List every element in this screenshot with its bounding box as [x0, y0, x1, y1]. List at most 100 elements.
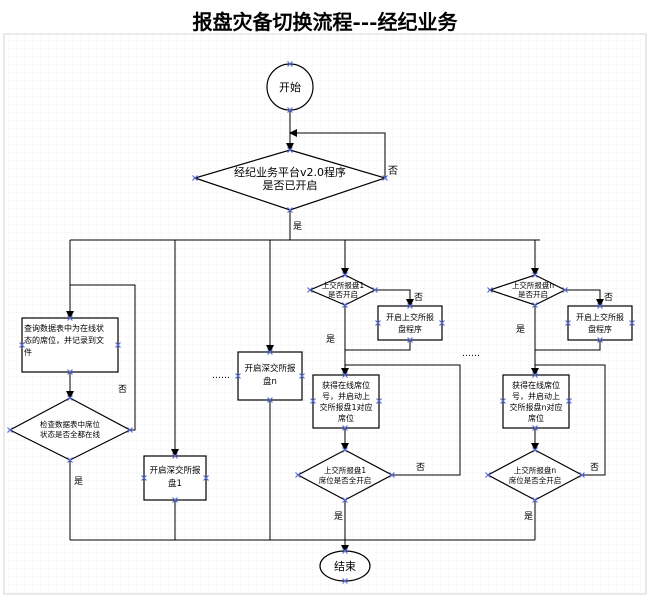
open-bz1-label: 开启深交所报盘1	[149, 465, 201, 489]
connection-marker	[172, 453, 178, 459]
check-db-label: 检查数据表中席位状态是否全都在线	[40, 419, 100, 439]
get-seats-1-box	[312, 374, 380, 429]
connection-markers	[7, 61, 635, 584]
connection-marker	[310, 398, 316, 404]
bz1-box	[143, 455, 207, 501]
connection-marker	[287, 107, 293, 113]
open-bzn-label: 开启深交所报盘n	[244, 363, 296, 387]
connection-marker	[287, 207, 293, 213]
connection-marker	[7, 427, 13, 433]
connection-marker	[192, 175, 198, 181]
connection-marker	[67, 457, 73, 463]
edge-check-no-loop	[70, 284, 136, 431]
connection-marker	[295, 472, 301, 478]
connection-marker	[287, 61, 293, 67]
connection-marker	[299, 373, 305, 379]
edge-sh1seats-no-loop	[345, 364, 461, 476]
connection-marker	[267, 397, 273, 403]
label-shnseats-no: 否	[590, 462, 599, 473]
start-label: 开始	[279, 80, 301, 94]
connection-marker	[629, 320, 635, 326]
query-db-label: 查询数据表中为在线状态的席位，并记录到文件	[24, 323, 104, 357]
connection-marker	[307, 287, 313, 293]
edge-opensh-a-back	[345, 340, 411, 351]
label-sh1seats-no: 否	[416, 462, 425, 473]
edge-sh1-no	[375, 289, 414, 307]
connection-marker	[235, 373, 241, 379]
connection-marker	[372, 287, 378, 293]
connection-marker	[342, 372, 348, 378]
connection-marker	[439, 320, 445, 326]
label-shn-no: 否	[604, 292, 613, 303]
open-sh-b-label: 开启上交所报盘程序	[576, 312, 624, 334]
connection-marker	[579, 472, 585, 478]
grid-background	[3, 33, 647, 595]
connection-marker	[565, 320, 571, 326]
connection-marker	[389, 472, 395, 478]
connection-marker	[532, 372, 538, 378]
label-shnseats-yes: 是	[524, 511, 533, 522]
connection-marker	[375, 320, 381, 326]
ellipsis-right: ……	[462, 349, 480, 359]
label-check-yes: 是	[74, 476, 83, 487]
label-platform-yes: 是	[293, 221, 302, 232]
label-sh1-no: 否	[414, 292, 423, 303]
connection-marker	[376, 398, 382, 404]
node-text-group: 经纪业务平台v2.0程序是否已开启查询数据表中为在线状态的席位，并记录到文件检查…	[24, 165, 624, 489]
connection-marker	[597, 337, 603, 343]
open-sh-a-box	[377, 305, 443, 341]
connection-marker	[407, 337, 413, 343]
connection-marker	[382, 175, 388, 181]
edge-platform-no-loop	[289, 129, 386, 178]
connection-marker	[342, 425, 348, 431]
diagram-title: 报盘灾备切换流程---经纪业务	[192, 10, 458, 34]
get-seats-n-box	[502, 374, 570, 429]
connection-marker	[566, 398, 572, 404]
connection-marker	[172, 497, 178, 503]
connection-marker	[141, 475, 147, 481]
connection-marker	[485, 472, 491, 478]
ellipsis-left: ……	[212, 371, 230, 381]
connection-marker	[342, 497, 348, 503]
connection-marker	[532, 302, 538, 308]
connection-marker	[407, 303, 413, 309]
connection-marker	[267, 349, 273, 355]
connectors	[66, 110, 606, 553]
connection-marker	[562, 287, 568, 293]
connection-marker	[115, 342, 121, 348]
connection-marker	[532, 425, 538, 431]
connection-marker	[67, 315, 73, 321]
query-db-box	[21, 317, 119, 373]
open-sh-a-label: 开启上交所报盘程序	[386, 312, 434, 334]
connection-marker	[19, 342, 25, 348]
connection-marker	[287, 147, 293, 153]
label-sh1-yes: 是	[326, 334, 335, 345]
edge-opensh-b-back	[535, 340, 601, 351]
open-sh-b-box	[567, 305, 633, 341]
check-platform-label: 经纪业务平台v2.0程序是否已开启	[234, 165, 346, 192]
label-platform-no: 否	[388, 165, 398, 177]
connection-marker	[532, 497, 538, 503]
connection-marker	[500, 398, 506, 404]
connection-marker	[342, 447, 348, 453]
connection-marker	[342, 578, 348, 584]
connection-marker	[342, 302, 348, 308]
label-check-no: 否	[118, 384, 127, 395]
edge-shn-no	[565, 289, 604, 307]
connection-marker	[597, 303, 603, 309]
connection-marker	[67, 395, 73, 401]
connection-marker	[203, 475, 209, 481]
bzn-box	[237, 351, 303, 401]
edge-shnseats-no-loop	[535, 364, 606, 476]
connection-marker	[342, 548, 348, 554]
shapes	[8, 63, 633, 582]
connection-marker	[532, 447, 538, 453]
connection-marker	[342, 272, 348, 278]
label-sh1seats-yes: 是	[334, 511, 343, 522]
end-label: 结束	[334, 560, 356, 573]
